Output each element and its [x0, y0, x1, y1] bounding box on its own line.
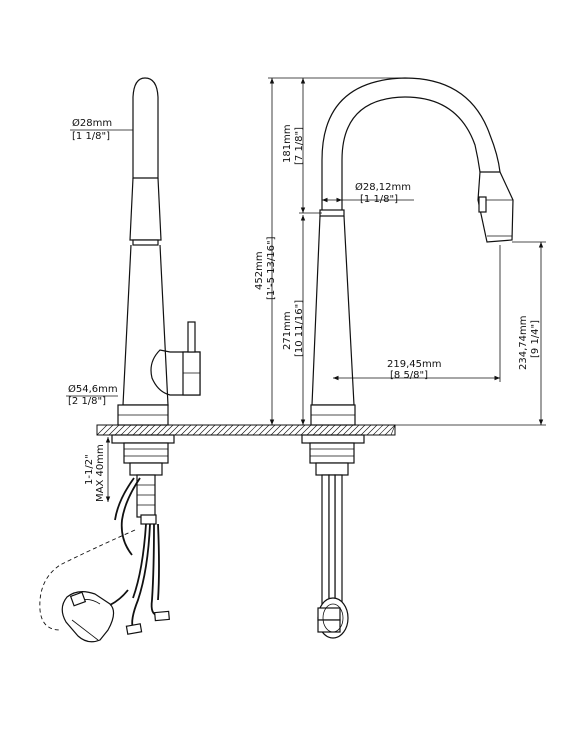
dim-spout-diameter: Ø28mm [1 1/8"] — [70, 117, 159, 142]
reach-mm: 219,45mm — [387, 359, 441, 370]
dim-spout-drop: 181mm [7 1/8"] — [282, 78, 322, 214]
spout-diameter-inch: [1 1/8"] — [72, 131, 110, 142]
spout-pipe-diameter-mm: Ø28,12mm — [355, 181, 411, 193]
dim-total-height: 452mm [1'-5 13/16"] — [254, 77, 405, 426]
front-view — [301, 77, 514, 639]
hole-inch: 1-1/2" — [84, 454, 95, 485]
spout-height-mm: 234,74mm — [518, 316, 529, 370]
dim-hole: 1-1/2" MAX 40mm — [84, 437, 111, 502]
spout-pipe-diameter-inch: [1 1/8"] — [360, 194, 398, 205]
spout-height-inch: [9 1/4"] — [530, 320, 541, 358]
total-height-inch: [1'-5 13/16"] — [266, 236, 277, 300]
spout-drop-inch: [7 1/8"] — [294, 127, 305, 165]
hole-max: MAX 40mm — [95, 444, 106, 502]
total-height-mm: 452mm — [254, 251, 265, 290]
base-diameter-mm: Ø54,6mm — [68, 383, 118, 395]
dim-reach: 219,45mm [8 5/8"] — [333, 245, 501, 382]
side-view — [39, 77, 201, 643]
spout-diameter-mm: Ø28mm — [72, 117, 112, 129]
body-height-inch: [10 11/16"] — [294, 300, 305, 357]
spout-drop-mm: 181mm — [282, 124, 293, 163]
reach-inch: [8 5/8"] — [390, 370, 428, 381]
dim-spout-height: 234,74mm [9 1/4"] — [395, 241, 546, 426]
body-height-mm: 271mm — [282, 311, 293, 350]
dim-base-diameter: Ø54,6mm [2 1/8"] — [66, 383, 118, 407]
base-diameter-inch: [2 1/8"] — [68, 396, 106, 407]
countertop — [96, 424, 396, 436]
dim-spout-pipe-diameter: Ø28,12mm [1 1/8"] — [322, 181, 414, 205]
dim-body-height: 271mm [10 11/16"] — [282, 215, 306, 425]
